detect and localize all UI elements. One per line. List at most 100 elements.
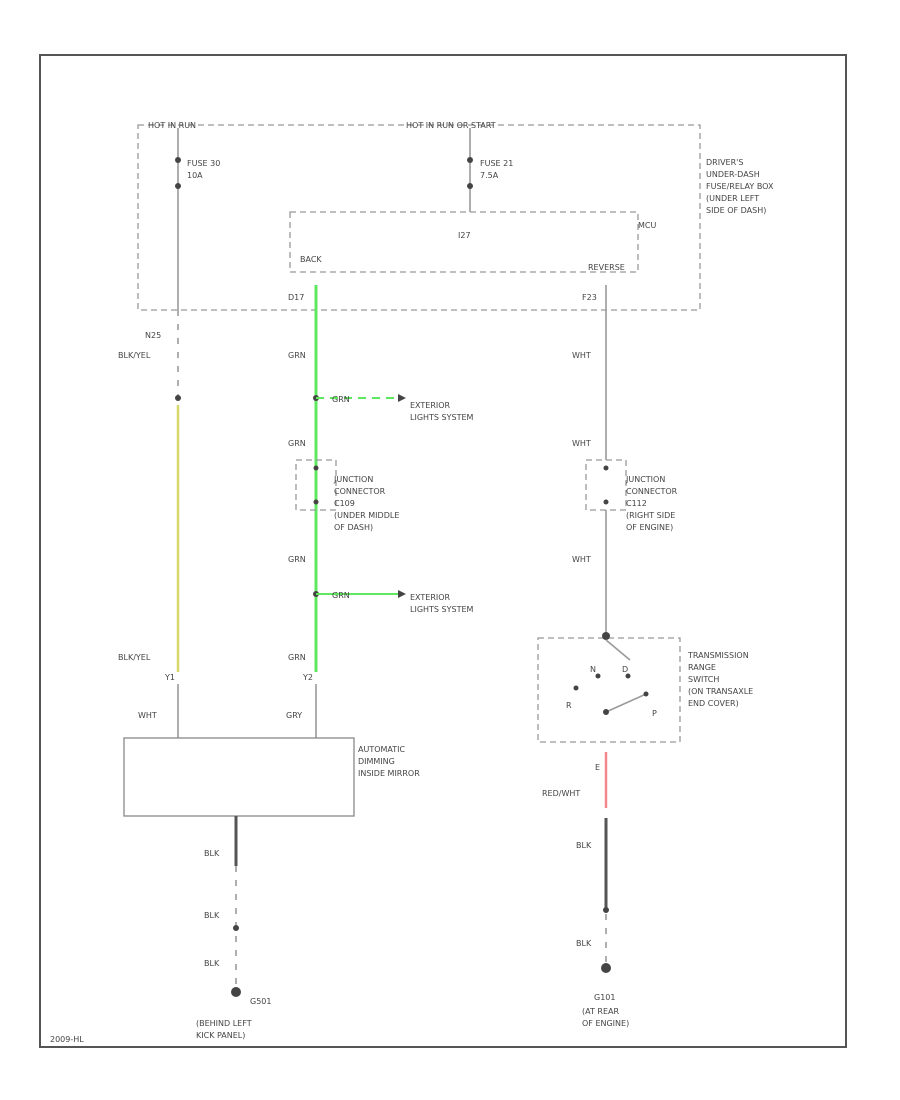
auto-dimming-mirror-box xyxy=(123,737,355,817)
middle-mirror-pin: GRY xyxy=(286,711,302,720)
junction-c109-pin-top xyxy=(313,465,319,471)
mcu-label: MCU xyxy=(638,221,656,230)
svg-text:(BEHIND LEFT: (BEHIND LEFT xyxy=(196,1019,252,1028)
switch-input-terminal xyxy=(602,632,610,640)
switch-wiper xyxy=(605,693,647,713)
svg-text:UNDER-DASH: UNDER-DASH xyxy=(706,170,760,179)
mirror-label: AUTOMATIC DIMMING INSIDE MIRROR xyxy=(358,745,420,778)
hot-label-left: HOT IN RUN xyxy=(148,121,196,130)
branch-1-arrow-icon xyxy=(398,394,406,402)
mcu-connector-label: I27 xyxy=(458,231,471,240)
svg-text:C109: C109 xyxy=(334,499,355,508)
fuse30-rating: 10A xyxy=(187,171,203,180)
diagram-frame xyxy=(39,54,847,1048)
svg-text:AUTOMATIC: AUTOMATIC xyxy=(358,745,406,754)
middle-wire-color-2: GRN xyxy=(288,439,306,448)
switch-pos-n: N xyxy=(590,665,596,674)
right-wire-color-3: WHT xyxy=(572,555,591,564)
right-blk-color-2: BLK xyxy=(576,939,592,948)
svg-text:OF ENGINE): OF ENGINE) xyxy=(626,523,673,532)
fuse21-contact-bottom xyxy=(467,183,473,189)
svg-text:(AT REAR: (AT REAR xyxy=(582,1007,619,1016)
switch-bus xyxy=(605,639,631,661)
junction-c109-outline xyxy=(295,459,337,511)
fuse21-rating: 7.5A xyxy=(480,171,499,180)
left-wire-color-bottom: BLK/YEL xyxy=(118,653,151,662)
mirror-ground-color-1: BLK xyxy=(204,849,220,858)
svg-text:SIDE OF DASH): SIDE OF DASH) xyxy=(706,206,766,215)
junction-c109-label: JUNCTION CONNECTOR C109 (UNDER MIDDLE OF… xyxy=(333,475,399,532)
fuse30-contact-top xyxy=(175,157,181,163)
svg-text:KICK PANEL): KICK PANEL) xyxy=(196,1031,245,1040)
ground-g501-label: G501 xyxy=(250,997,271,1006)
middle-wire-color-4: GRN xyxy=(288,653,306,662)
svg-text:OF ENGINE): OF ENGINE) xyxy=(582,1019,629,1028)
junction-c112-pin-bottom xyxy=(603,499,609,505)
switch-contact-n xyxy=(595,673,601,679)
left-mirror-pin: WHT xyxy=(138,711,157,720)
right-wire-color-1: WHT xyxy=(572,351,591,360)
fuse-relay-box-outline xyxy=(137,124,701,311)
svg-text:INSIDE MIRROR: INSIDE MIRROR xyxy=(358,769,420,778)
middle-wire-color-3: GRN xyxy=(288,555,306,564)
fuse30-label: FUSE 30 xyxy=(187,159,220,168)
ground-g501-icon xyxy=(231,987,241,997)
left-wire-color-top: BLK/YEL xyxy=(118,351,151,360)
mirror-ground-color-2: BLK xyxy=(204,911,220,920)
switch-terminal: E xyxy=(595,763,600,772)
branch-1-destination: EXTERIOR xyxy=(410,401,451,410)
right-blk-color-1: BLK xyxy=(576,841,592,850)
ground-g101-label: G101 xyxy=(594,993,615,1002)
ground-g101-icon xyxy=(601,963,611,973)
fuse21-contact-top xyxy=(467,157,473,163)
switch-pos-d: D xyxy=(622,665,628,674)
svg-text:CONNECTOR: CONNECTOR xyxy=(334,487,386,496)
left-terminal: Y1 xyxy=(164,673,175,682)
switch-contact-p xyxy=(643,691,649,697)
svg-text:DIMMING: DIMMING xyxy=(358,757,395,766)
right-wire-color-2: WHT xyxy=(572,439,591,448)
mirror-ground-color-3: BLK xyxy=(204,959,220,968)
svg-text:CONNECTOR: CONNECTOR xyxy=(626,487,678,496)
transmission-range-switch-outline xyxy=(537,637,681,743)
switch-pivot xyxy=(603,709,609,715)
transmission-range-switch-label: TRANSMISSION RANGE SWITCH (ON TRANSAXLE … xyxy=(687,651,753,708)
svg-text:DRIVER'S: DRIVER'S xyxy=(706,158,743,167)
ground-g101-location: (AT REAR OF ENGINE) xyxy=(582,1007,629,1028)
svg-text:OF DASH): OF DASH) xyxy=(334,523,373,532)
switch-pos-r: R xyxy=(566,701,572,710)
svg-text:RANGE: RANGE xyxy=(688,663,716,672)
branch-2-arrow-icon xyxy=(398,590,406,598)
branch-1-destination-2: LIGHTS SYSTEM xyxy=(410,413,474,422)
svg-text:JUNCTION: JUNCTION xyxy=(625,475,665,484)
right-ground-splice xyxy=(603,907,609,913)
fuse30-contact-bottom xyxy=(175,183,181,189)
branch-2-destination-2: LIGHTS SYSTEM xyxy=(410,605,474,614)
switch-contact-d xyxy=(625,673,631,679)
svg-text:TRANSMISSION: TRANSMISSION xyxy=(687,651,749,660)
fuse-box-location-label: DRIVER'S UNDER-DASH FUSE/RELAY BOX (UNDE… xyxy=(706,158,774,215)
svg-text:SWITCH: SWITCH xyxy=(688,675,719,684)
svg-text:JUNCTION: JUNCTION xyxy=(333,475,373,484)
middle-branch-color-1: GRN xyxy=(332,395,350,404)
svg-text:(ON TRANSAXLE: (ON TRANSAXLE xyxy=(688,687,753,696)
mcu-reverse-pin: REVERSE xyxy=(588,263,625,272)
mcu-reverse-terminal: F23 xyxy=(582,293,597,302)
mcu-back-pin: BACK xyxy=(300,255,322,264)
junction-c109-pin-bottom xyxy=(313,499,319,505)
svg-text:FUSE/RELAY BOX: FUSE/RELAY BOX xyxy=(706,182,774,191)
ground-g501-location: (BEHIND LEFT KICK PANEL) xyxy=(196,1019,252,1040)
svg-text:(RIGHT SIDE: (RIGHT SIDE xyxy=(626,511,675,520)
junction-c112-pin-top xyxy=(603,465,609,471)
svg-text:END COVER): END COVER) xyxy=(688,699,739,708)
switch-contact-r xyxy=(573,685,579,691)
right-red-wire-color: RED/WHT xyxy=(542,789,580,798)
left-splice xyxy=(175,395,181,401)
svg-text:(UNDER MIDDLE: (UNDER MIDDLE xyxy=(334,511,399,520)
fuse21-label: FUSE 21 xyxy=(480,159,513,168)
left-connector-label: N25 xyxy=(145,331,161,340)
hot-label-mid: HOT IN RUN OR START xyxy=(406,121,496,130)
mcu-outline xyxy=(289,211,639,273)
mcu-back-terminal: D17 xyxy=(288,293,304,302)
